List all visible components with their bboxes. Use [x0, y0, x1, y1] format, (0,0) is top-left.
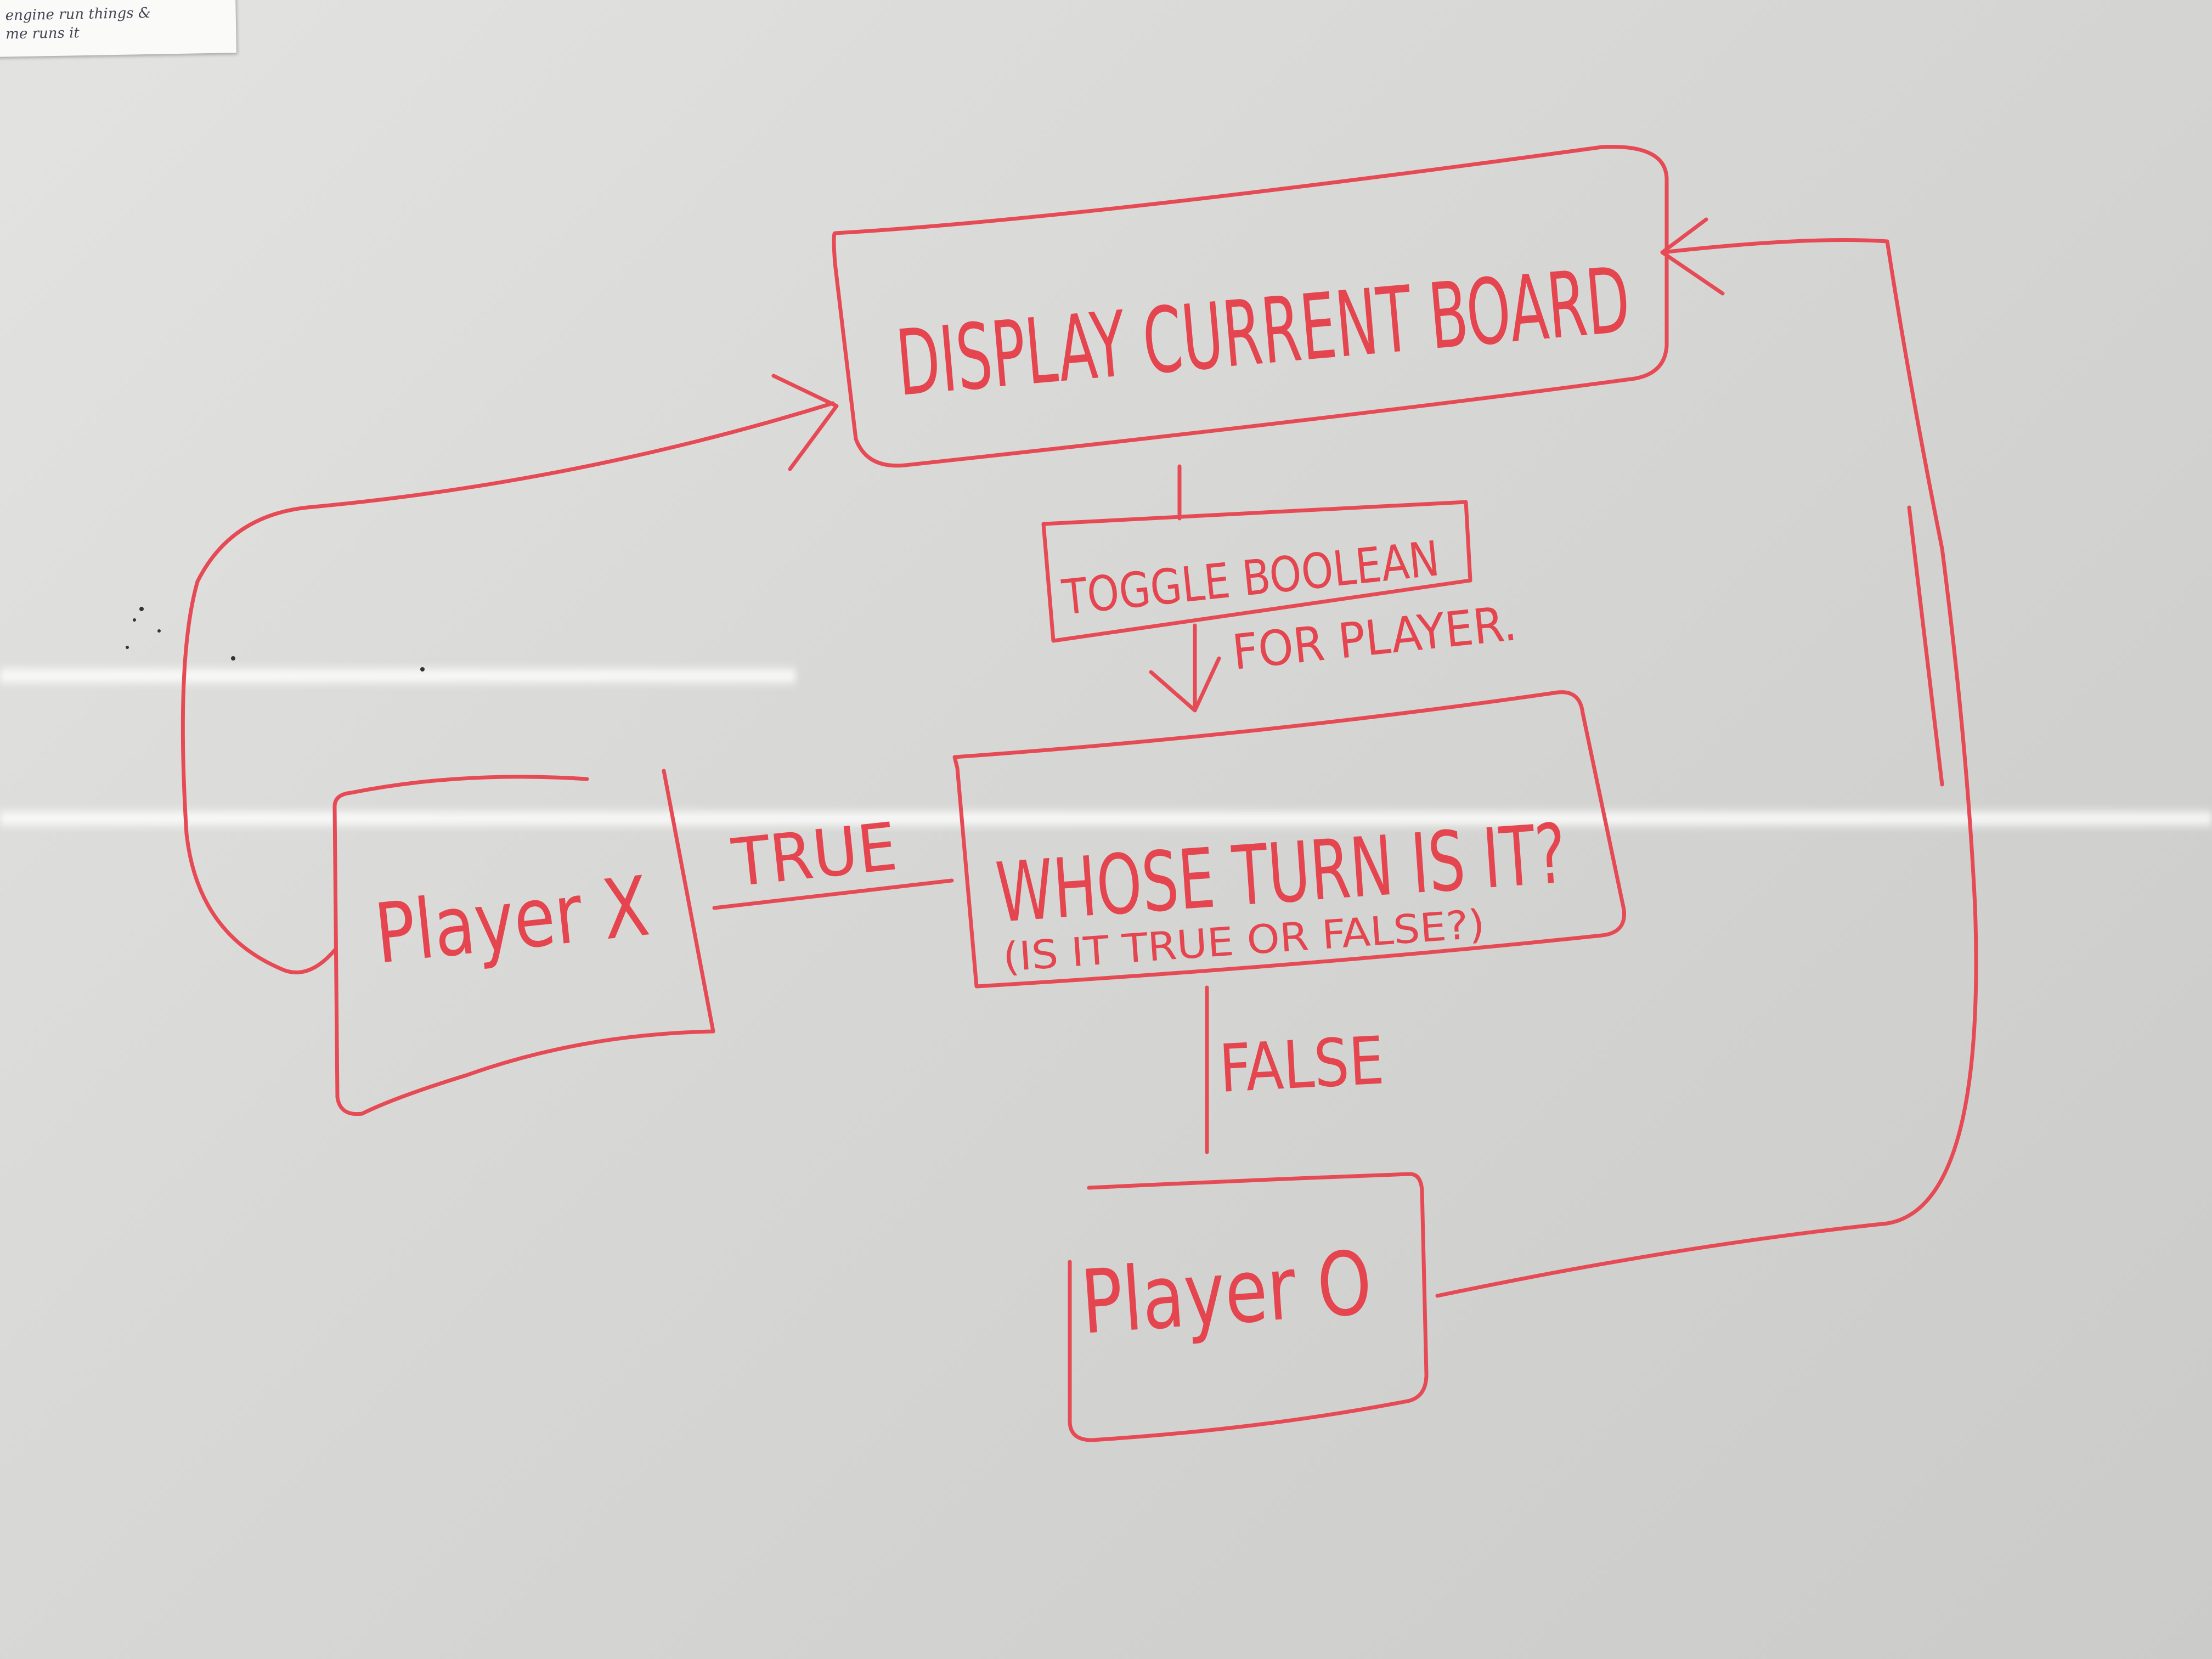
display-board-box — [832, 145, 1669, 468]
light-glare — [0, 806, 2212, 831]
arrowhead-icon — [1660, 217, 1725, 296]
marker-stroke — [1907, 505, 1944, 787]
toggle-box — [1041, 500, 1472, 643]
player-x-label: Player X — [371, 859, 653, 982]
player-o-box — [1068, 1172, 1429, 1442]
true-label: TRUE — [728, 809, 900, 902]
loop-o-to-board — [1435, 238, 1978, 1298]
loop-x-to-board — [180, 401, 835, 974]
display-board-label: DISPLAY CURRENT BOARD — [893, 247, 1634, 416]
player-x-box — [332, 769, 715, 1116]
false-label: FALSE — [1217, 1023, 1386, 1108]
light-glare — [0, 664, 795, 688]
question-box — [952, 690, 1626, 989]
player-o-label: Player O — [1078, 1231, 1375, 1354]
marker-dots — [126, 607, 425, 672]
edge-true — [712, 878, 954, 910]
arrowhead-icon — [771, 374, 839, 471]
arrowhead-icon — [1149, 656, 1221, 713]
